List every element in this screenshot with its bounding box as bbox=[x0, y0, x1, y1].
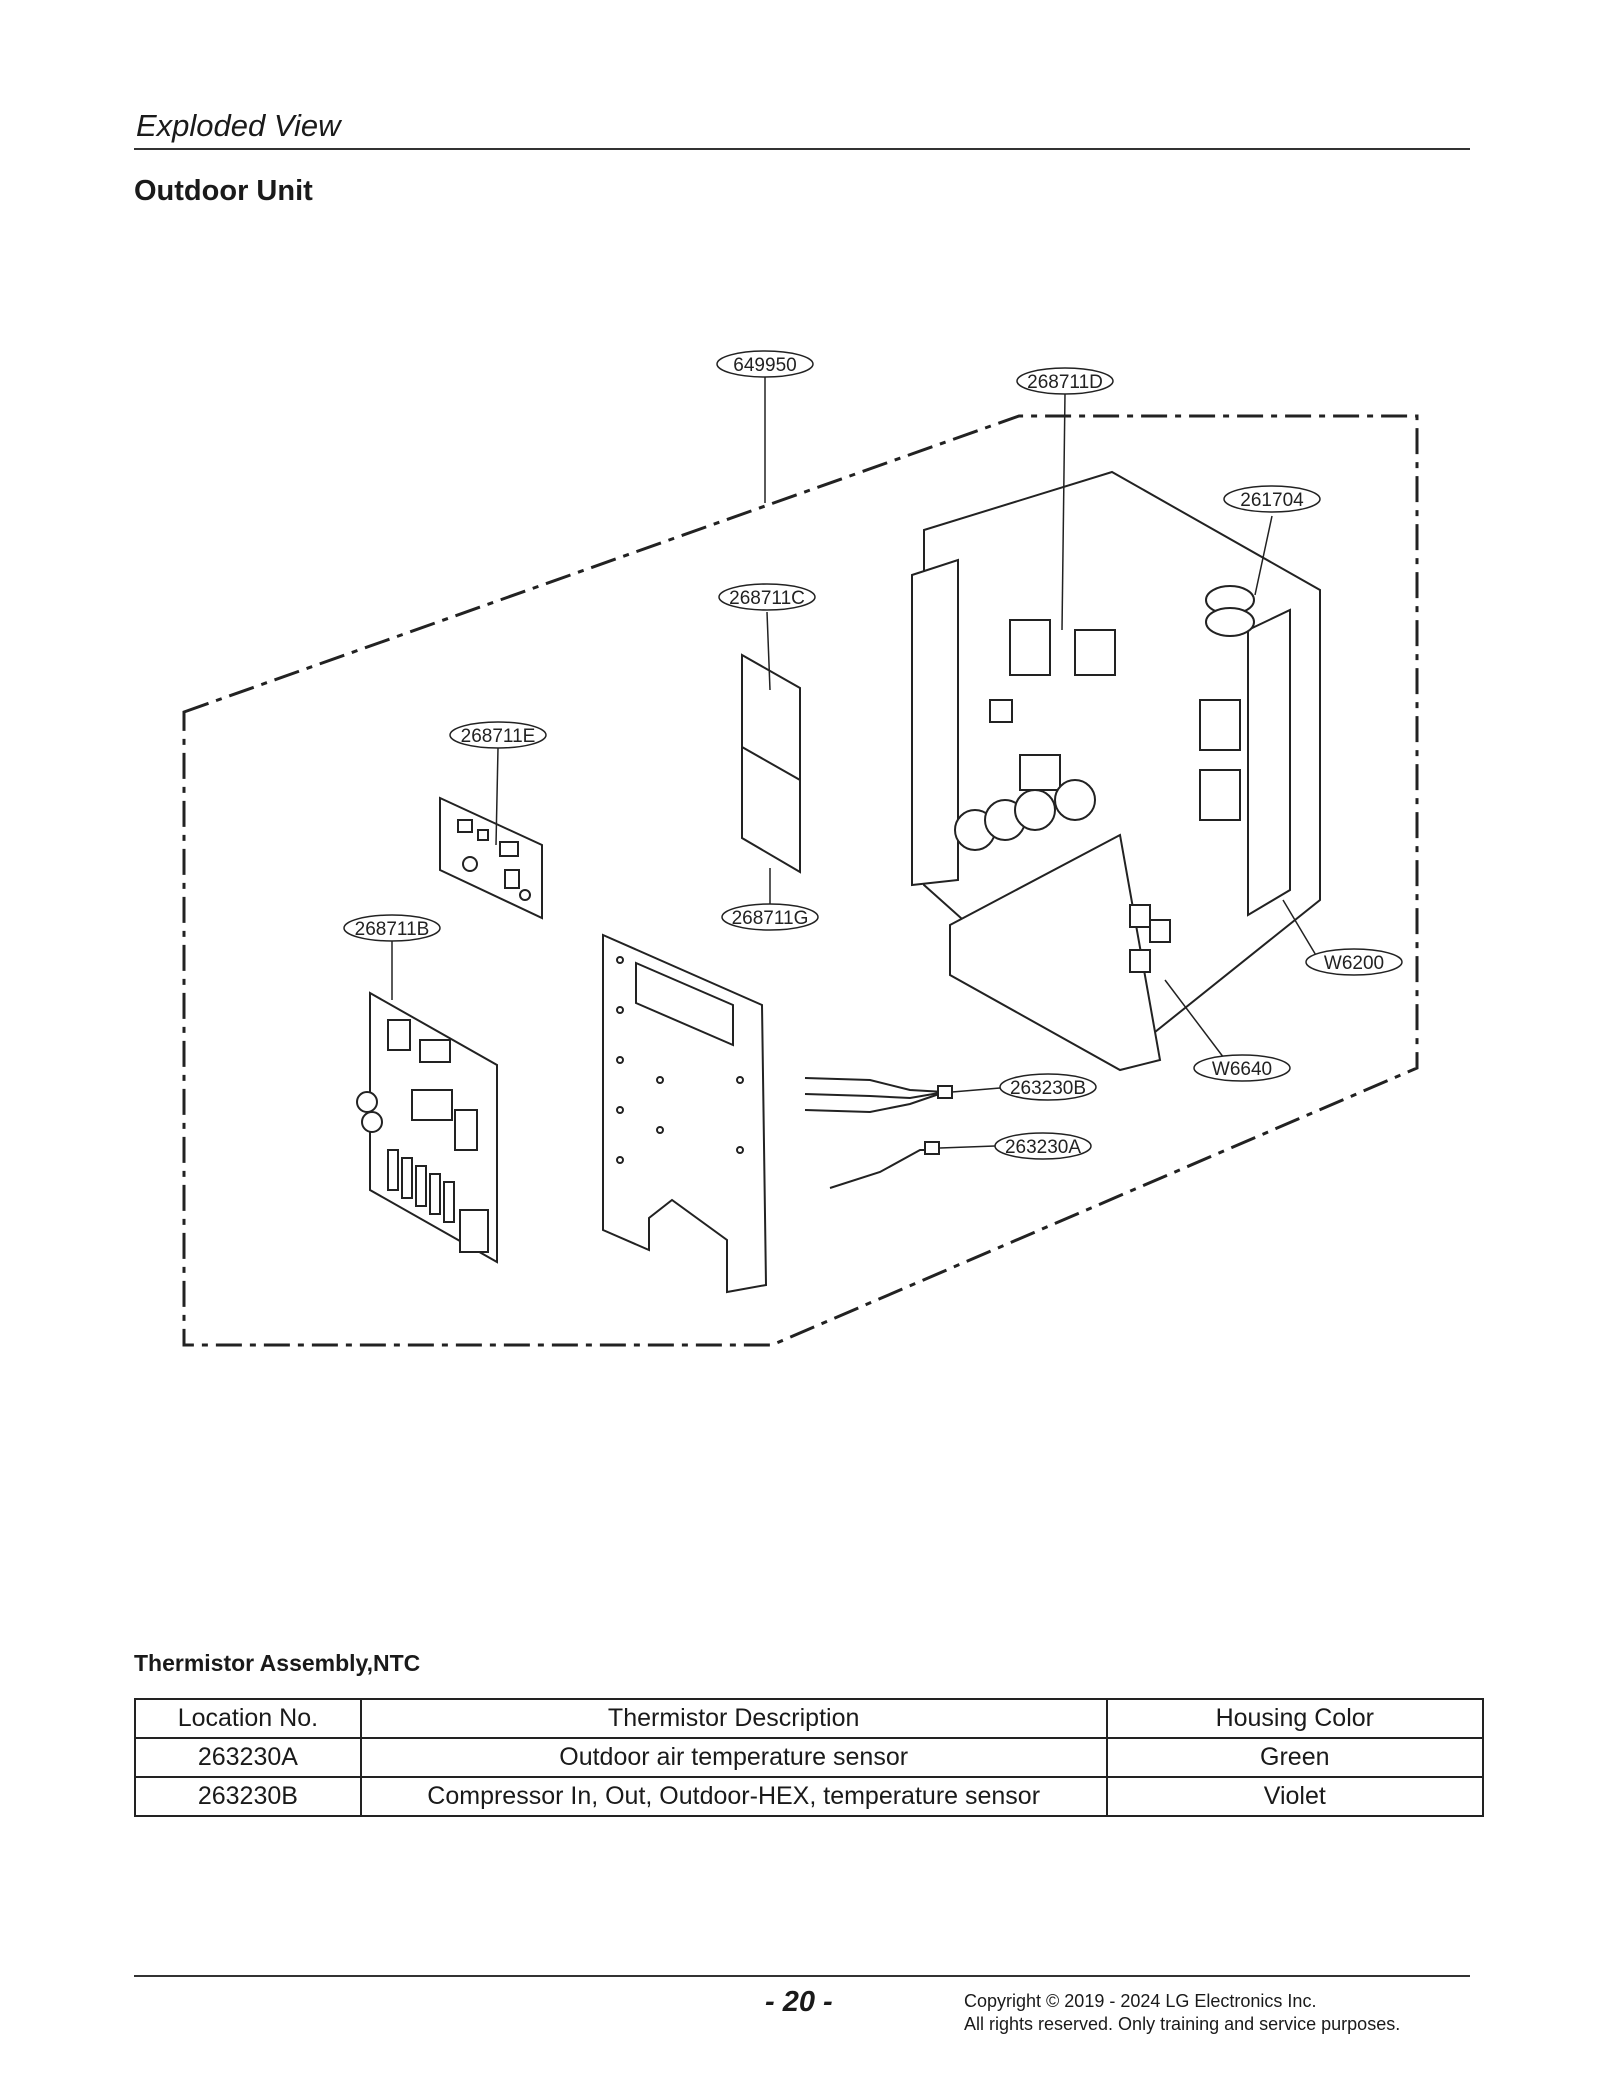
column-header: Housing Color bbox=[1105, 1698, 1485, 1739]
page-number: - 20 - bbox=[765, 1986, 833, 2018]
svg-text:268711G: 268711G bbox=[732, 908, 809, 929]
callout-263230B: 263230B bbox=[999, 1073, 1097, 1101]
header-rule bbox=[134, 148, 1470, 150]
svg-text:261704: 261704 bbox=[1240, 490, 1304, 511]
svg-text:268711E: 268711E bbox=[461, 726, 536, 747]
svg-text:W6640: W6640 bbox=[1212, 1059, 1272, 1080]
svg-text:268711D: 268711D bbox=[1027, 372, 1103, 393]
section-title: Exploded View bbox=[136, 108, 341, 143]
thermistor-table: Location No. Thermistor Description Hous… bbox=[134, 1698, 1485, 1817]
pcb-main bbox=[356, 991, 498, 1264]
callout-W6200: W6200 bbox=[1305, 948, 1403, 976]
description-cell: Compressor In, Out, Outdoor-HEX, tempera… bbox=[359, 1776, 1108, 1817]
control-box bbox=[911, 470, 1321, 1072]
svg-text:W6200: W6200 bbox=[1324, 953, 1384, 974]
svg-text:263230A: 263230A bbox=[1005, 1137, 1081, 1158]
callout-261704: 261704 bbox=[1223, 485, 1321, 513]
footer-rule bbox=[134, 1975, 1470, 1977]
copyright-notice: Copyright © 2019 - 2024 LG Electronics I… bbox=[964, 1990, 1400, 2036]
unit-outline bbox=[182, 414, 1419, 1347]
location-cell: 263230B bbox=[134, 1776, 362, 1817]
svg-text:649950: 649950 bbox=[733, 355, 796, 376]
callout-268711B: 268711B bbox=[343, 914, 441, 942]
table-row: 263230A Outdoor air temperature sensor G… bbox=[134, 1737, 1485, 1778]
callout-W6640: W6640 bbox=[1193, 1054, 1291, 1082]
pcb-small bbox=[439, 796, 543, 920]
location-cell: 263230A bbox=[134, 1737, 362, 1778]
svg-text:268711C: 268711C bbox=[729, 588, 805, 609]
svg-text:263230B: 263230B bbox=[1010, 1078, 1086, 1099]
table-title: Thermistor Assembly,NTC bbox=[134, 1650, 421, 1676]
housing-color-cell: Violet bbox=[1105, 1776, 1485, 1817]
callout-649950: 649950 bbox=[716, 350, 814, 378]
column-header: Thermistor Description bbox=[359, 1698, 1108, 1739]
table-row: 263230B Compressor In, Out, Outdoor-HEX,… bbox=[134, 1776, 1485, 1817]
page-title: Outdoor Unit bbox=[134, 175, 313, 207]
exploded-view-diagram: 649950 268711D 261704 268711C 268711E 26… bbox=[182, 350, 1419, 1347]
thermistor-harness bbox=[804, 1077, 953, 1189]
cover-panel bbox=[741, 653, 801, 874]
callout-268711C: 268711C bbox=[718, 583, 816, 611]
table-header-row: Location No. Thermistor Description Hous… bbox=[134, 1698, 1485, 1739]
back-plate bbox=[602, 933, 768, 1294]
copyright-line: Copyright © 2019 - 2024 LG Electronics I… bbox=[964, 1991, 1317, 2011]
svg-text:268711B: 268711B bbox=[355, 919, 430, 940]
description-cell: Outdoor air temperature sensor bbox=[359, 1737, 1108, 1778]
copyright-line: All rights reserved. Only training and s… bbox=[964, 2014, 1401, 2034]
housing-color-cell: Green bbox=[1105, 1737, 1485, 1778]
callout-263230A: 263230A bbox=[994, 1132, 1092, 1160]
callout-268711D: 268711D bbox=[1016, 367, 1114, 395]
callout-268711E: 268711E bbox=[449, 721, 547, 749]
callout-268711G: 268711G bbox=[721, 903, 819, 931]
column-header: Location No. bbox=[134, 1698, 362, 1739]
